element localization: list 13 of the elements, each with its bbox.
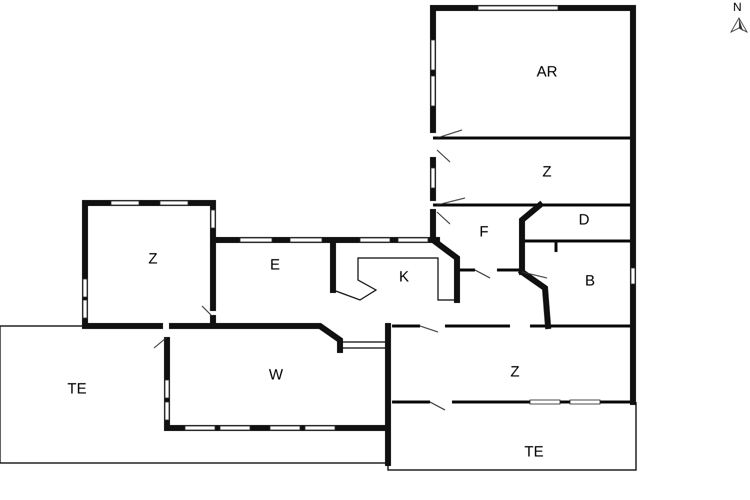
room-label: Z — [510, 364, 520, 380]
room-label: D — [578, 212, 590, 228]
room-label: TE — [67, 382, 87, 396]
room-label: Z — [542, 164, 552, 180]
room-label: Z — [148, 252, 158, 266]
north-label: N — [733, 1, 742, 13]
room-label: W — [268, 368, 284, 382]
room-label: TE — [524, 444, 544, 460]
room-label: B — [585, 274, 595, 288]
room-label: K — [399, 270, 409, 284]
room-label: F — [479, 224, 489, 240]
room-label: AR — [536, 64, 558, 80]
room-label: E — [270, 258, 280, 272]
